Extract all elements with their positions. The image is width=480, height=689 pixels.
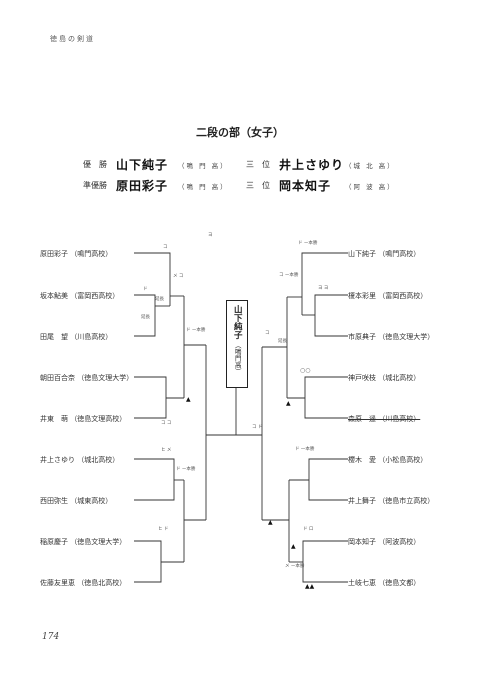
double-triangle-marker: ▲▲	[305, 583, 315, 590]
left-player-1: 原田彩子 （鳴門高校）	[40, 250, 113, 258]
bracket-note: コ ド	[252, 425, 263, 430]
page-title: 二段の部（女子）	[196, 126, 284, 139]
bracket-note: コ	[163, 245, 168, 250]
bracket-note: コ ー本勝	[279, 273, 299, 278]
bracket-note: ヒ ド	[158, 527, 169, 532]
bracket-note: ド 一本勝	[295, 447, 315, 452]
bracket-note: メ ー本勝	[285, 564, 305, 569]
champion-name: 山下純子	[232, 305, 243, 339]
bracket-note: ヨ	[208, 233, 213, 238]
right-player-1: 山下純子 （鳴門高校）	[348, 250, 421, 258]
right-player-6: 櫻木 愛 （小松島高校）	[348, 456, 428, 464]
bracket-note: ド	[143, 287, 148, 292]
third-2-label: 三 位	[246, 181, 270, 190]
bracket-note: コ コ	[161, 421, 172, 426]
left-player-6: 井上さゆり （城北高校）	[40, 456, 120, 464]
right-player-9: 土岐七恵 （徳島文都）	[348, 579, 421, 587]
bracket-note: ド ー本勝	[298, 241, 318, 246]
bracket-note: ヨ ヨ	[318, 286, 329, 291]
third-1-school: （城 北 高）	[345, 162, 396, 170]
champion-school: （鳴門高）	[233, 341, 242, 375]
runner-up-label: 準優勝	[83, 181, 107, 190]
left-player-5: 井東 萌 （徳島文理高校）	[40, 415, 127, 423]
winner-label: 優 勝	[83, 160, 107, 169]
right-player-8: 岡本知子 （阿波高校）	[348, 538, 421, 546]
right-player-3: 市原典子 （徳島文理大学）	[348, 333, 435, 341]
triangle-marker: ▲	[286, 400, 291, 407]
bracket-note: ド ロ	[303, 527, 314, 532]
right-player-2: 榎本彩里 （富岡西高校）	[348, 292, 428, 300]
left-player-7: 西田弥生 （城東高校）	[40, 497, 113, 505]
left-player-3: 田尾 望 （川島高校）	[40, 333, 113, 341]
triangle-marker: ▲	[268, 519, 273, 526]
bracket-note: メ コ	[173, 274, 184, 279]
bracket-note: 延長	[141, 315, 150, 320]
third-1-label: 三 位	[246, 160, 270, 169]
book-header: 徳島の剣道	[50, 35, 95, 43]
page-number: 174	[42, 632, 60, 642]
runner-up-name: 原田彩子	[116, 179, 169, 193]
third-2-name: 岡本知子	[279, 179, 332, 193]
runner-up-school: （鳴 門 高）	[178, 183, 229, 191]
bracket-note: ○○	[300, 367, 311, 374]
bracket-note: コ	[265, 331, 270, 336]
third-2-school: （阿 波 高）	[345, 183, 396, 191]
left-player-8: 稲原慶子 （徳島文理大学）	[40, 538, 127, 546]
winner-name: 山下純子	[116, 158, 169, 172]
bracket-note: ド ー本勝	[176, 467, 196, 472]
third-1-name: 井上さゆり	[279, 158, 345, 172]
right-player-5: 森原 遥 （川島高校）	[348, 415, 421, 423]
left-player-4: 朝田百合奈 （徳島文理大学）	[40, 374, 134, 382]
right-player-4: 神戸咲枝 （城北高校）	[348, 374, 421, 382]
bracket-note: ド ー本勝	[186, 328, 206, 333]
left-player-9: 佐藤友里恵 （徳島北高校）	[40, 579, 127, 587]
triangle-marker: ▲	[186, 396, 191, 403]
right-player-7: 井上舞子 （徳島市立高校）	[348, 497, 435, 505]
bracket-note: 延長	[278, 339, 287, 344]
triangle-marker: ▲	[291, 543, 296, 550]
bracket-note: ヒ メ	[161, 448, 172, 453]
left-player-2: 坂本鮎美 （富岡西高校）	[40, 292, 120, 300]
bracket-note: 延長	[155, 297, 164, 302]
champion-box: 山下純子 （鳴門高）	[226, 300, 248, 388]
winner-school: （鳴 門 高）	[178, 162, 229, 170]
